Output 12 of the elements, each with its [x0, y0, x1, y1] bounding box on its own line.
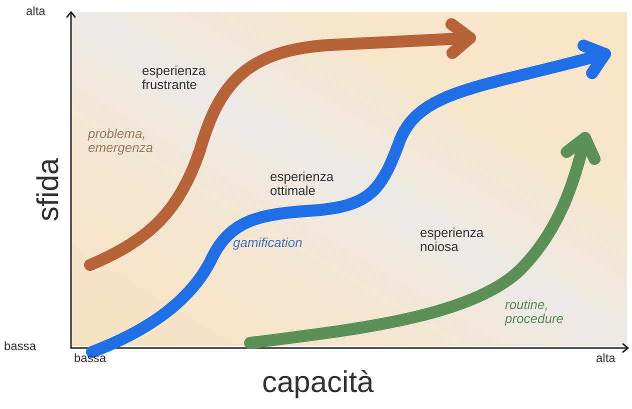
axis-title: capacità — [262, 366, 374, 399]
axis-tick-label: bassa — [4, 340, 36, 354]
axis-tick-label: alta — [596, 352, 616, 366]
example-label: problema, emergenza — [88, 127, 154, 156]
region-label: esperienza ottimale — [270, 170, 335, 199]
axis-title: sfida — [32, 158, 65, 222]
axis-tick-label: bassa — [74, 352, 106, 366]
axis-tick-label: alta — [26, 5, 46, 18]
region-label: esperienza noiosa — [420, 226, 485, 255]
example-label: routine, procedure — [505, 298, 565, 327]
example-label: gamification — [233, 236, 302, 250]
region-label: esperienza frustrante — [142, 64, 207, 93]
